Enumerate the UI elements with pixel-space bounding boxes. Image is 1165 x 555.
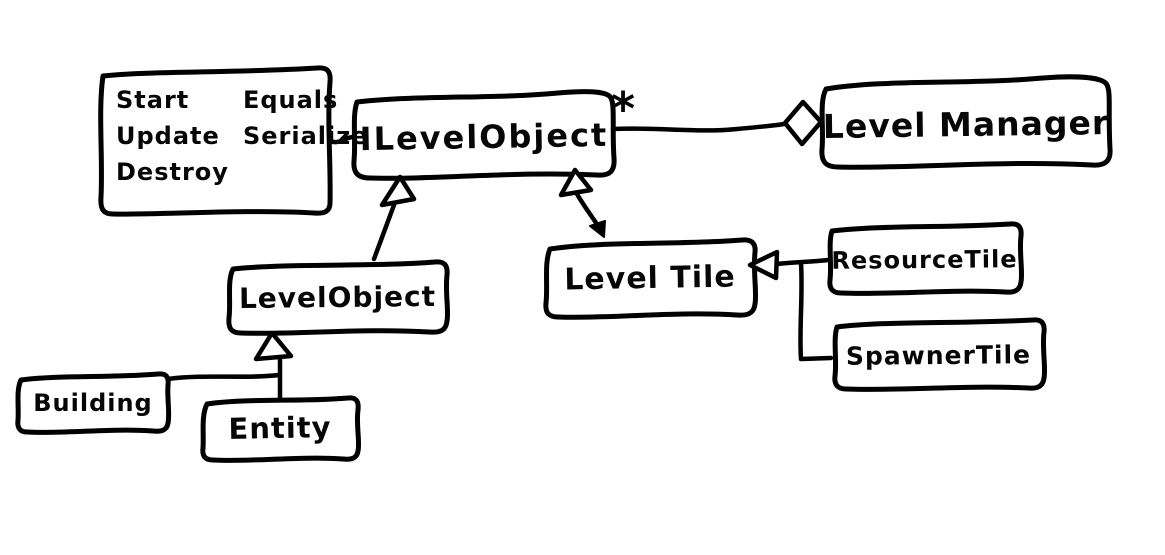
levelobject-realization-line [371,202,397,262]
member-destroy: Destroy [116,158,229,186]
members-note: Start Update Destroy Equals Serialize [116,82,368,190]
resourcetile-label: ResourceTile [831,244,1018,275]
entity-box [200,395,362,463]
note-link-line [327,134,357,145]
ilevelobject-label: ILevelObject [359,115,609,159]
entity-label: Entity [228,410,332,446]
levelobject-box [226,259,451,336]
member-update: Update [116,122,220,150]
levelmanager-box [819,74,1113,170]
resourcetile-box [827,221,1025,296]
levelobject-realization-triangle-icon [379,174,417,208]
building-label: Building [33,389,153,417]
levelmanager-label: Level Manager [822,102,1110,146]
members-note-box [98,65,333,217]
member-equals: Equals [242,86,339,114]
spawnertile-line [798,260,834,362]
leveltile-label: Level Tile [563,259,737,297]
resourcetile-line [774,257,831,267]
levelobject-inheritance-triangle-icon [253,330,294,362]
leveltile-box [543,237,759,320]
spawnertile-label: SpawnerTile [845,339,1032,371]
member-serialize: Serialize [242,122,369,150]
member-start: Start [116,86,190,114]
aggregation-line [610,121,787,133]
leveltile-arrowhead-icon [589,220,606,238]
building-line [165,372,282,382]
aggregation-diamond-icon [782,99,824,147]
levelobject-label: LevelObject [238,279,437,315]
spawnertile-box [832,317,1048,392]
aggregation-multiplicity: * [611,82,636,136]
ilevelobject-box [351,89,617,181]
building-box [15,371,172,435]
